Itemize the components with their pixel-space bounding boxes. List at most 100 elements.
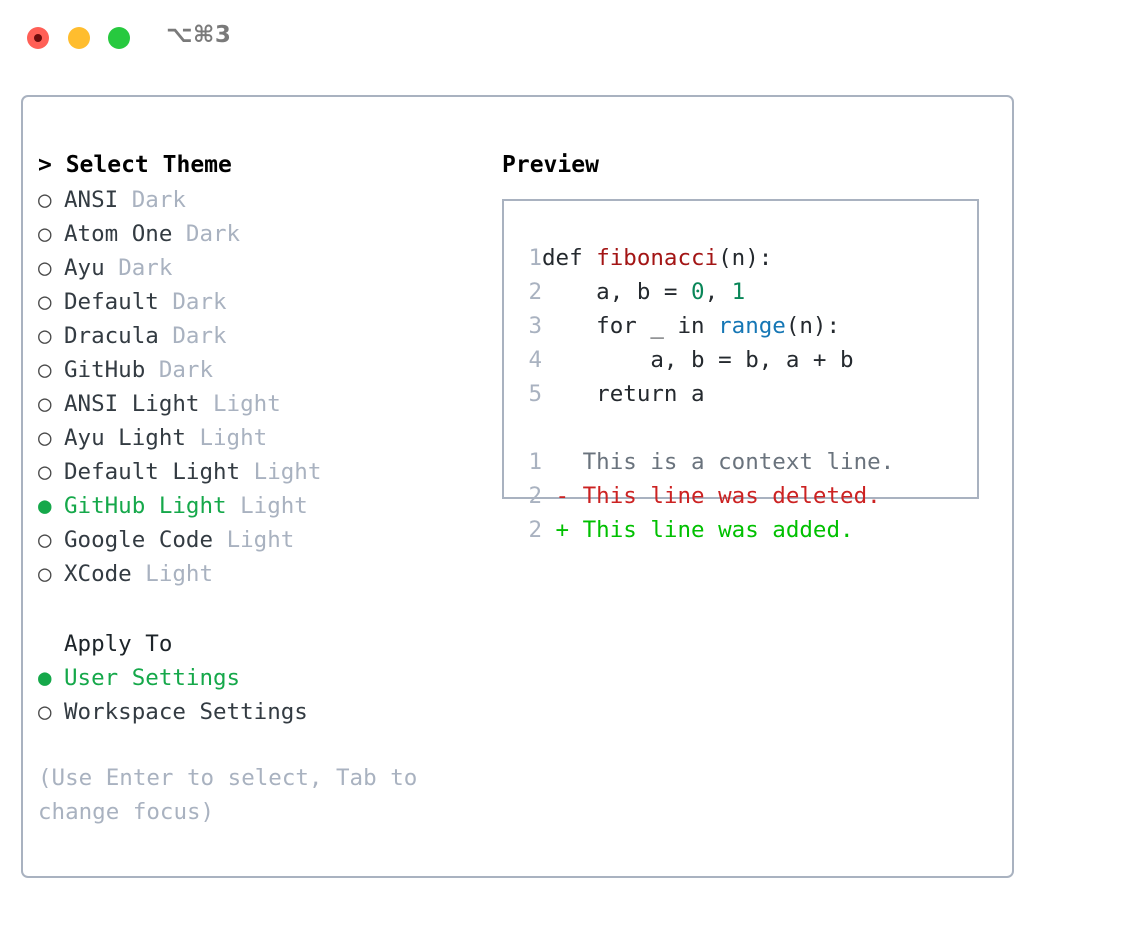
radio-empty-icon[interactable]: ○	[38, 459, 52, 485]
theme-name-label: Default	[64, 289, 173, 315]
radio-empty-icon[interactable]: ○	[38, 289, 52, 315]
apply-to-option-label: Workspace Settings	[64, 699, 308, 725]
theme-name-label: ANSI	[64, 187, 132, 213]
apply-to-option[interactable]: ○ Workspace Settings	[38, 695, 478, 729]
window-title: ⌥⌘3	[166, 22, 232, 48]
theme-name-label: GitHub Light	[64, 493, 241, 519]
radio-selected-icon[interactable]: ●	[38, 665, 52, 691]
apply-to-option-label: User Settings	[64, 665, 241, 691]
code-line: 1def fibonacci(n):	[516, 241, 894, 275]
line-number: 1	[528, 245, 542, 271]
theme-selector-column: > Select Theme ○ANSI Dark○Atom One Dark○…	[38, 147, 478, 829]
minimize-button-icon[interactable]	[68, 27, 90, 49]
radio-selected-icon[interactable]: ●	[38, 493, 52, 519]
code-token: 1	[731, 279, 746, 305]
theme-list-item[interactable]: ● GitHub Light Light	[38, 489, 478, 523]
theme-list[interactable]: ○ANSI Dark○Atom One Dark○Ayu Dark○Defaul…	[38, 183, 478, 591]
code-token: fibonacci	[596, 245, 719, 271]
apply-to-label: Apply To	[64, 631, 173, 657]
radio-empty-icon[interactable]: ○	[38, 357, 52, 383]
diff-text: This line was deleted.	[582, 483, 881, 509]
theme-kind-label: Dark	[172, 289, 227, 315]
code-token: a, b =	[542, 279, 692, 305]
theme-list-item[interactable]: ○ Default Dark	[38, 285, 478, 319]
theme-kind-label: Light	[213, 391, 281, 417]
code-token: ,	[704, 279, 732, 305]
theme-list-item[interactable]: ○ Dracula Dark	[38, 319, 478, 353]
theme-kind-label: Light	[199, 425, 268, 451]
code-line: 2 a, b = 0, 1	[516, 275, 894, 309]
diff-marker	[542, 449, 583, 475]
code-token: (n):	[718, 245, 773, 271]
radio-empty-icon[interactable]: ○	[38, 221, 52, 247]
code-token: a, b = b, a + b	[542, 347, 854, 373]
code-line: 3 for _ in range(n):	[516, 309, 894, 343]
line-number: 1	[528, 449, 542, 475]
recording-indicator-icon	[34, 34, 42, 42]
preview-header: Preview	[502, 152, 599, 178]
radio-empty-icon[interactable]: ○	[38, 187, 52, 213]
theme-kind-label: Light	[145, 561, 214, 587]
theme-kind-label: Light	[240, 493, 308, 519]
radio-empty-icon[interactable]: ○	[38, 527, 52, 553]
theme-name-label: Default Light	[64, 459, 254, 485]
line-number: 5	[528, 381, 542, 407]
diff-marker: -	[542, 483, 583, 509]
theme-kind-label: Dark	[131, 187, 186, 213]
diff-text: This line was added.	[582, 517, 854, 543]
diff-marker: +	[542, 517, 583, 543]
theme-kind-label: Dark	[185, 221, 241, 247]
theme-list-item[interactable]: ○ XCode Light	[38, 557, 478, 591]
theme-list-item[interactable]: ○ Atom One Dark	[38, 217, 478, 251]
line-number: 3	[528, 313, 542, 339]
radio-empty-icon[interactable]: ○	[38, 255, 52, 281]
theme-list-item[interactable]: ○ Default Light Light	[38, 455, 478, 489]
theme-list-item[interactable]: ○ Google Code Light	[38, 523, 478, 557]
theme-list-item[interactable]: ○ Ayu Light Light	[38, 421, 478, 455]
code-token: 0	[691, 279, 705, 305]
code-token: for _ in	[542, 313, 719, 339]
theme-name-label: Ayu Light	[64, 425, 200, 451]
diff-line: 1 This is a context line.	[516, 445, 894, 479]
theme-name-label: GitHub	[64, 357, 159, 383]
code-token: (n):	[785, 313, 841, 339]
theme-name-label: Atom One	[64, 221, 186, 247]
code-token: range	[718, 313, 786, 339]
radio-empty-icon[interactable]: ○	[38, 561, 52, 587]
theme-kind-label: Dark	[172, 323, 227, 349]
theme-list-item[interactable]: ○ ANSI Light Light	[38, 387, 478, 421]
theme-list-item[interactable]: ○Ayu Dark	[38, 251, 478, 285]
theme-kind-label: Dark	[118, 255, 173, 281]
radio-empty-icon[interactable]: ○	[38, 699, 52, 725]
line-number: 2	[528, 279, 542, 305]
theme-list-item[interactable]: ○ GitHub Dark	[38, 353, 478, 387]
code-line: 5 return a	[516, 377, 894, 411]
theme-name-label: Google Code	[64, 527, 227, 553]
maximize-button-icon[interactable]	[108, 27, 130, 49]
theme-list-item[interactable]: ○ ANSI Dark	[38, 183, 478, 217]
radio-empty-icon[interactable]: ○	[38, 425, 52, 451]
code-token: def	[542, 245, 597, 271]
code-token: return a	[542, 381, 705, 407]
radio-empty-icon[interactable]: ○	[38, 391, 52, 417]
theme-name-label: ANSI Light	[64, 391, 214, 417]
line-number: 2	[528, 483, 542, 509]
diff-line: 2 - This line was deleted.	[516, 479, 894, 513]
apply-to-section: Apply To ● User Settings ○ Workspace Settin…	[38, 627, 478, 729]
theme-kind-label: Dark	[158, 357, 214, 383]
theme-name-label: Dracula	[64, 323, 173, 349]
radio-empty-icon[interactable]: ○	[38, 323, 52, 349]
theme-kind-label: Light	[226, 527, 295, 553]
diff-text: This is a context line.	[582, 449, 895, 475]
title-bar: ⌥⌘3	[0, 0, 1140, 76]
apply-to-option[interactable]: ● User Settings	[38, 661, 478, 695]
theme-name-label: XCode	[64, 561, 146, 587]
theme-kind-label: Light	[253, 459, 322, 485]
apply-to-options[interactable]: ● User Settings ○ Workspace Settings	[38, 661, 478, 729]
select-theme-header: > Select Theme	[38, 152, 232, 178]
code-line: 4 a, b = b, a + b	[516, 343, 894, 377]
